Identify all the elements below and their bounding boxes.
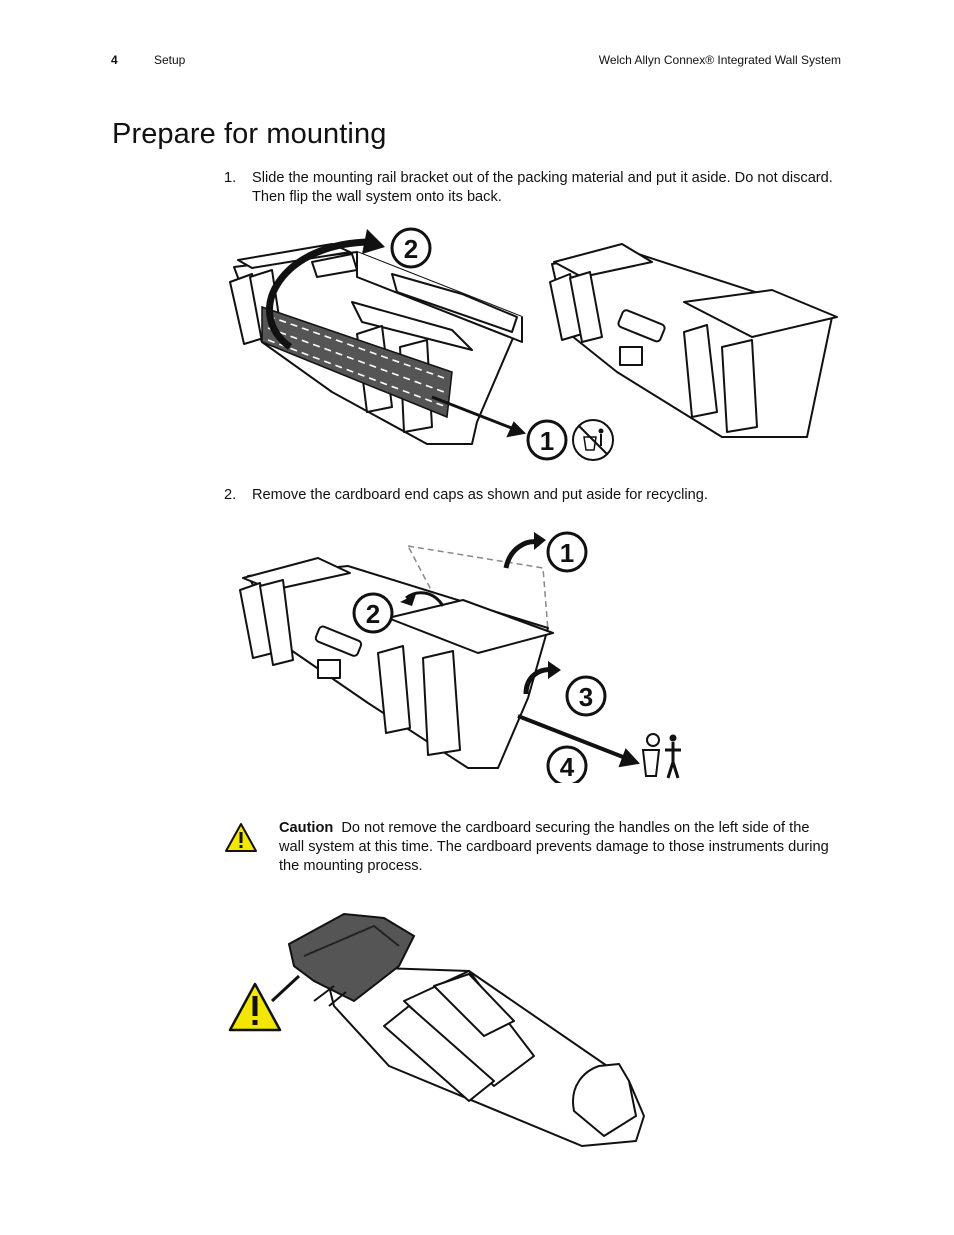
page-number: 4 — [111, 53, 118, 67]
document-title: Welch Allyn Connex® Integrated Wall Syst… — [598, 53, 841, 67]
mounting-rail — [261, 305, 453, 419]
caution-text: Do not remove the cardboard securing the… — [279, 820, 829, 874]
figure-handle-cardboard — [228, 912, 645, 1147]
figure-remove-mounting-rail: 2 1 — [229, 227, 838, 461]
step-number: 2. — [224, 487, 237, 503]
svg-text:4: 4 — [560, 752, 575, 782]
svg-text:1: 1 — [560, 538, 574, 568]
caution-icon — [225, 823, 257, 852]
section-name: Setup — [154, 53, 186, 67]
caution-icon — [228, 982, 282, 1032]
step-text: Slide the mounting rail bracket out of t… — [252, 170, 833, 205]
callout-2: 2 — [390, 227, 432, 269]
handle-cardboard — [287, 912, 416, 1003]
callout-1: 1 — [526, 419, 568, 461]
callout-2: 2 — [352, 592, 394, 634]
figure-remove-end-caps: 1 2 3 4 — [239, 531, 681, 783]
recycle-icon — [641, 733, 681, 779]
step-1: 1. Slide the mounting rail bracket out o… — [224, 169, 834, 207]
callout-3: 3 — [565, 675, 607, 717]
page-title: Prepare for mounting — [112, 118, 387, 150]
svg-text:2: 2 — [366, 599, 380, 629]
svg-text:3: 3 — [579, 682, 593, 712]
step-2: 2. Remove the cardboard end caps as show… — [224, 486, 834, 505]
caution-label: Caution — [279, 820, 334, 836]
callout-1: 1 — [546, 531, 588, 573]
step-number: 1. — [224, 170, 237, 186]
svg-text:2: 2 — [404, 234, 418, 264]
callout-4: 4 — [546, 745, 588, 783]
do-not-discard-icon — [572, 419, 614, 461]
svg-text:1: 1 — [540, 426, 554, 456]
step-text: Remove the cardboard end caps as shown a… — [252, 487, 708, 503]
